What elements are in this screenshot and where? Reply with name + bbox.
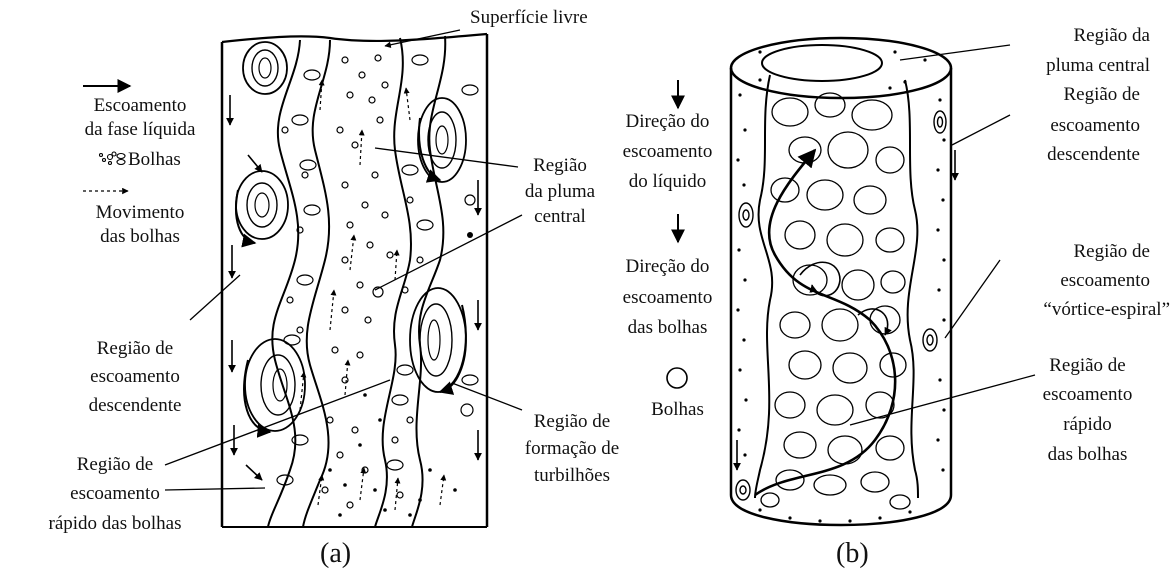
vortex-right-top	[418, 98, 466, 182]
vortex-left-mid	[236, 171, 288, 243]
legend-motion-label-line1: Movimento	[55, 201, 225, 224]
fast-bubbles-a-label-line2: escoamento	[20, 482, 210, 505]
free-surface-line	[222, 34, 487, 42]
dotted-wall-region	[736, 50, 945, 522]
fast-bubbles-b-label-line3: rápido	[1025, 413, 1150, 436]
cylinder-top-inner	[762, 45, 882, 81]
plume-right-boundary	[375, 38, 411, 527]
downflow-a-label-line3: descendente	[65, 394, 205, 417]
plume-right-boundary-outer	[412, 36, 445, 527]
liquid-direction-label-line2: escoamento	[600, 140, 735, 163]
bubble-direction-label-line3: das bolhas	[600, 316, 735, 339]
liquid-direction-label-line3: do líquido	[600, 170, 735, 193]
bubble-direction-label-line2: escoamento	[600, 286, 735, 309]
bubbles-a	[282, 55, 475, 508]
fast-bubbles-b-label-line2: escoamento	[1025, 383, 1150, 406]
fast-bubbles-b-label-line4: das bolhas	[1025, 443, 1150, 466]
wall-vortices-b	[736, 111, 946, 500]
vortex-formation-label-line1: Região de	[507, 410, 637, 433]
vortex-left-bottom	[244, 339, 305, 432]
downflow-a-label-line2: escoamento	[65, 365, 205, 388]
legend-bubbles-symbol	[100, 152, 126, 165]
liquid-direction-label-line1: Direção do	[600, 110, 735, 133]
plume-left-boundary	[268, 40, 300, 527]
plume-boundary-b-left	[755, 75, 772, 498]
legend-flow-label-line2: da fase líquida	[55, 118, 225, 141]
spiral-label-line2: escoamento	[975, 269, 1150, 292]
caption-b: (b)	[836, 539, 869, 569]
cylinder-bottom	[731, 495, 951, 525]
vortex-formation-label-line2: formação de	[507, 437, 637, 460]
plume-b-label-line2: pluma central	[980, 54, 1150, 77]
bubbles-b-label: Bolhas	[630, 398, 725, 421]
downflow-b-label-line1: Região de	[990, 83, 1140, 106]
spiral-flow-path	[755, 150, 895, 495]
spiral-label-line3: “vórtice-espiral”	[975, 298, 1170, 321]
fast-bubbles-b-label-line1: Região de	[1025, 354, 1150, 377]
legend-flow-label-line1: Escoamento	[55, 94, 225, 117]
spiral-label-line1: Região de	[975, 240, 1150, 263]
fast-bubbles-a-label-line1: Região de	[20, 453, 210, 476]
plume-left-boundary-inner	[303, 40, 330, 527]
legend-motion-label-line2: das bolhas	[55, 225, 225, 248]
downflow-a-label-line1: Região de	[65, 337, 205, 360]
free-surface-label: Superfície livre	[470, 6, 588, 29]
vortex-right-bottom	[410, 288, 466, 392]
caption-a: (a)	[320, 539, 351, 569]
vortex-left-top	[243, 42, 287, 94]
bubble-motion-arrows-a	[300, 80, 444, 510]
legend-bubbles-label: Bolhas	[128, 148, 181, 171]
downflow-b-label-line2: escoamento	[990, 114, 1140, 137]
plume-boundary-b-right	[905, 80, 918, 498]
central-plume-label-line3: central	[495, 205, 625, 228]
plume-b-label-line1: Região da	[980, 24, 1150, 47]
vortex-formation-label-line3: turbilhões	[507, 464, 637, 487]
bubble-direction-label-line1: Direção do	[600, 255, 735, 278]
bubble-symbol	[667, 368, 687, 388]
downflow-b-label-line3: descendente	[990, 143, 1140, 166]
fast-bubbles-a-label-line3: rápido das bolhas	[20, 512, 210, 535]
